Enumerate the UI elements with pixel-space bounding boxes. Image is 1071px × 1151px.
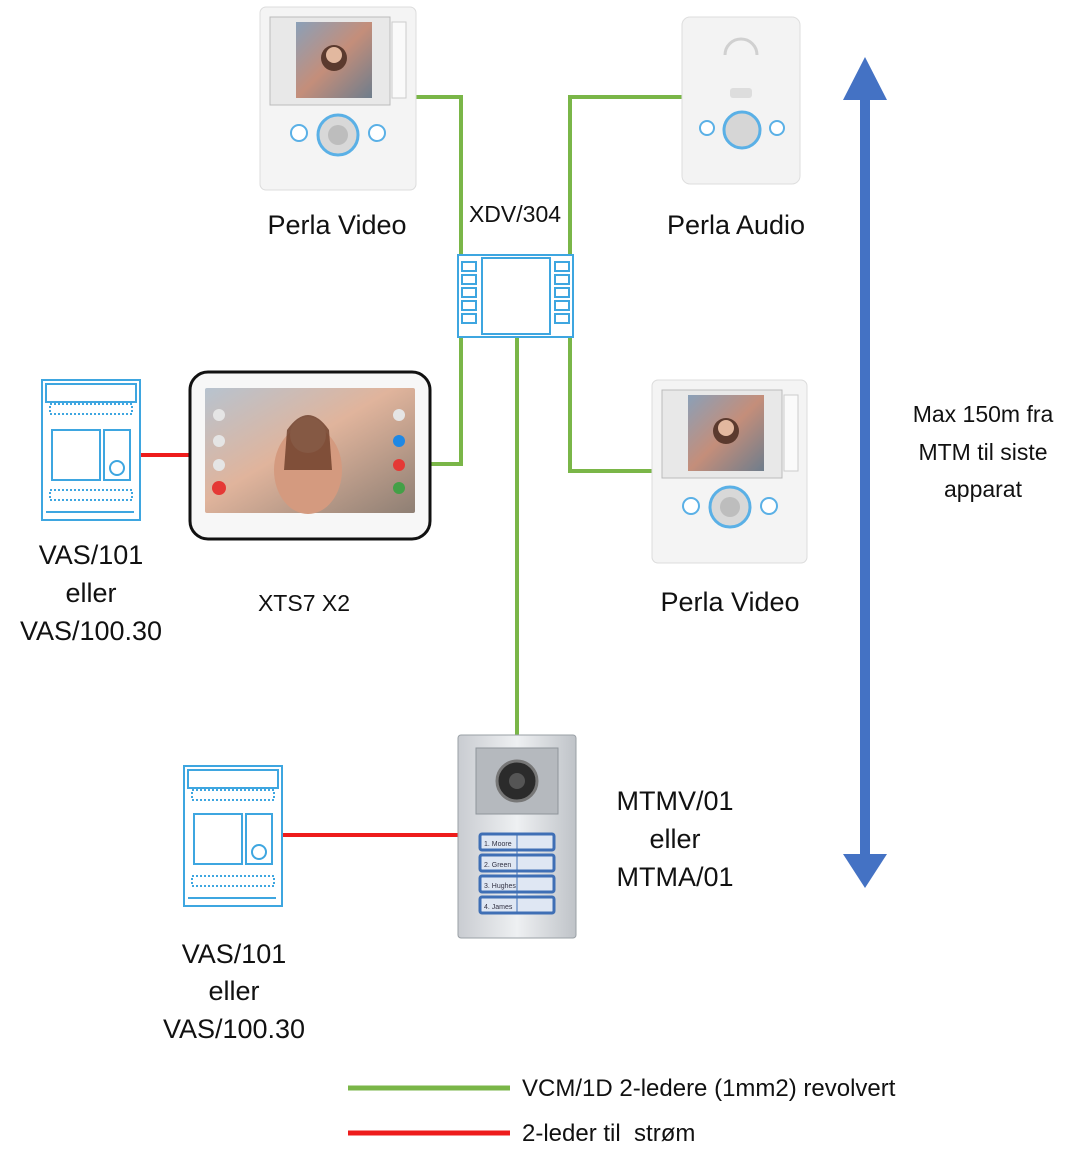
label-vas-bottom-line2: eller: [208, 976, 259, 1006]
label-vas-top-line2: eller: [65, 578, 116, 608]
monitor-hangup-icon: [393, 459, 405, 471]
name-button-label-3: 3. Hughes: [484, 883, 516, 890]
label-vas-bottom-line3: VAS/100.30: [163, 1014, 305, 1044]
perla-video-top-device: [259, 6, 417, 191]
mtm-door-panel: 1. Moore 2. Green 3. Hughes 4. James: [457, 734, 577, 939]
monitor-icon-3: [213, 459, 225, 471]
name-button-label-1: 1. Moore: [484, 841, 512, 848]
label-vas-top-line1: VAS/101: [39, 540, 144, 570]
audio-nav-button: [722, 110, 762, 150]
legend: VCM/1D 2-ledere (1mm2) revolvert 2-leder…: [348, 1075, 896, 1147]
xdv-304-distributor: [457, 254, 574, 338]
monitor-icon-1: [213, 409, 225, 421]
label-vas-top-line3: VAS/100.30: [20, 616, 162, 646]
distance-note-line3: apparat: [944, 476, 1023, 502]
label-perla-video-right: Perla Video: [660, 587, 799, 617]
vas-power-supply-top: [41, 379, 141, 521]
monitor-answer-icon: [393, 482, 405, 494]
label-mtm-line2: eller: [649, 824, 700, 854]
legend-red-label: 2-leder til strøm: [522, 1120, 695, 1147]
power-wires: [139, 453, 458, 837]
perla-audio-device: [681, 16, 801, 185]
xts7-x2-monitor: [188, 370, 432, 541]
perla-video-right-device: [651, 379, 808, 564]
monitor-icon-2: [213, 435, 225, 447]
label-xts7: XTS7 X2: [258, 590, 350, 616]
bus-wires: [416, 95, 682, 735]
label-mtm-line1: MTMV/01: [616, 786, 733, 816]
side-button-right: [760, 497, 778, 515]
vas-power-supply-bottom: [183, 765, 283, 907]
wire-xts7: [430, 334, 463, 466]
name-button-label-2: 2. Green: [484, 862, 511, 869]
audio-side-button-left: [699, 120, 715, 136]
name-button-label-4: 4. James: [484, 904, 513, 911]
wire-perla-video-top: [416, 95, 463, 258]
label-perla-audio: Perla Audio: [667, 210, 805, 240]
monitor-key-icon: [393, 435, 405, 447]
side-button-right: [368, 124, 386, 142]
label-mtm-line3: MTMA/01: [616, 862, 733, 892]
terminal-block-left: [461, 261, 477, 324]
audio-side-button-right: [769, 120, 785, 136]
wire-perla-video-right: [568, 334, 652, 473]
label-xdv: XDV/304: [469, 201, 561, 227]
side-button-left: [290, 124, 308, 142]
label-vas-bottom-line1: VAS/101: [182, 939, 287, 969]
monitor-icon-4: [393, 409, 405, 421]
distance-note-line2: MTM til siste: [918, 439, 1047, 465]
name-buttons: [478, 832, 556, 915]
wire-perla-audio: [568, 95, 682, 258]
side-button-left: [682, 497, 700, 515]
distance-note-line1: Max 150m fra: [913, 401, 1054, 427]
label-perla-video-top: Perla Video: [267, 210, 406, 240]
terminal-block-right: [554, 261, 570, 324]
monitor-record-icon: [212, 481, 226, 495]
distance-arrow: [843, 57, 887, 888]
legend-green-label: VCM/1D 2-ledere (1mm2) revolvert: [522, 1075, 896, 1102]
